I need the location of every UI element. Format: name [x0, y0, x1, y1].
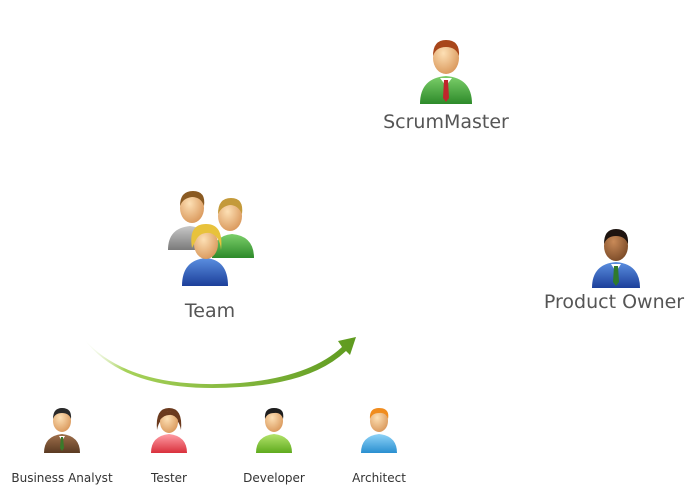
developer-label: Developer [243, 471, 305, 485]
businessman-brown-suit-icon [44, 408, 80, 453]
tester-label: Tester [151, 471, 187, 485]
architect-label: Architect [352, 471, 406, 485]
woman-pink-icon [151, 408, 187, 453]
person-blue-icon [361, 408, 397, 453]
businessman-red-tie-icon [420, 40, 472, 104]
group-of-people-icon [168, 191, 254, 286]
businessman-blue-suit-icon [592, 229, 640, 288]
product-owner-label: Product Owner [543, 291, 685, 313]
person-green-icon [256, 408, 292, 453]
scrum-master-label: ScrumMaster [383, 111, 509, 133]
team-label: Team [184, 300, 236, 322]
curved-arrow-icon [84, 337, 356, 388]
business-analyst-label: Business Analyst [11, 471, 113, 485]
